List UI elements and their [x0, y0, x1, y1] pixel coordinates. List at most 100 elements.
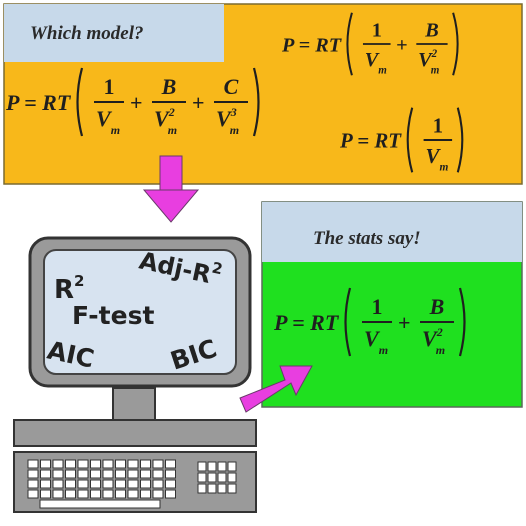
numpad-key — [207, 472, 217, 483]
keyboard-key — [165, 459, 176, 469]
keyboard-key — [102, 479, 114, 489]
fraction-numerator: B — [424, 20, 439, 42]
keyboard-key — [115, 459, 126, 469]
numpad-key — [217, 483, 227, 494]
numpad-key — [227, 461, 237, 472]
keyboard-key — [165, 469, 176, 479]
equation-lhs: P = RT — [281, 34, 343, 56]
keyboard-key — [127, 479, 139, 489]
plus-sign: + — [192, 90, 205, 115]
fraction-numerator: 1 — [372, 294, 383, 319]
fraction-numerator: 1 — [372, 20, 382, 42]
keyboard-key — [152, 479, 164, 489]
keyboard-key — [27, 459, 39, 469]
computer: R2 Adj-R2 F-test AIC BIC — [13, 236, 257, 513]
plus-sign: + — [398, 310, 411, 335]
stat-r2: R2 — [54, 272, 84, 305]
keyboard-key — [140, 459, 151, 469]
keyboard-key — [152, 469, 164, 479]
keyboard-keys — [27, 459, 237, 509]
keyboard-key — [40, 479, 51, 489]
right-arrow-shape — [239, 365, 313, 413]
fraction-numerator: 1 — [433, 113, 443, 137]
keyboard-spacebar — [39, 499, 161, 509]
model-equation-3: P = RT 1Vm — [339, 107, 464, 174]
keyboard-key — [52, 479, 64, 489]
keyboard-key — [115, 469, 126, 479]
left-paren — [76, 67, 84, 137]
model-panel-header: Which model? — [30, 23, 143, 44]
keyboard-key — [115, 489, 126, 499]
keyboard-key — [65, 469, 76, 479]
model-panel-header-bg — [4, 4, 224, 62]
computer-base — [13, 419, 257, 447]
down-arrow-head — [142, 189, 200, 223]
plus-sign: + — [130, 90, 143, 115]
keyboard-key — [65, 479, 76, 489]
fraction-numerator: B — [161, 74, 177, 99]
keyboard-key — [90, 489, 101, 499]
numpad-key — [227, 483, 237, 494]
right-paren — [452, 12, 459, 76]
keyboard-key — [52, 459, 64, 469]
right-paren — [456, 107, 464, 173]
keyboard-key — [77, 459, 89, 469]
keyboard-key — [90, 459, 101, 469]
right-arrow — [239, 365, 313, 413]
fraction-numerator: C — [224, 74, 239, 99]
keyboard-key — [102, 459, 114, 469]
fraction-numerator: B — [429, 294, 445, 319]
fraction-denominator: Vm — [96, 106, 120, 137]
keyboard-key — [52, 469, 64, 479]
result-panel-header-bg — [262, 202, 522, 262]
keyboard-key — [77, 469, 89, 479]
keyboard-key — [77, 479, 89, 489]
equation-lhs: P = RT — [5, 90, 72, 115]
numpad-key — [227, 472, 237, 483]
fraction-denominator: Vm — [365, 49, 388, 76]
numpad-key — [197, 483, 207, 494]
numpad-key — [217, 472, 227, 483]
keyboard-key — [40, 489, 51, 499]
left-paren — [344, 287, 352, 357]
keyboard-key — [90, 469, 101, 479]
keyboard-key — [140, 479, 151, 489]
equation-lhs: P = RT — [339, 129, 402, 153]
numpad-key — [207, 483, 217, 494]
left-paren — [346, 12, 353, 76]
right-paren — [458, 287, 466, 357]
result-panel-header: The stats say! — [313, 228, 421, 249]
keyboard-key — [152, 459, 164, 469]
keyboard-key — [140, 469, 151, 479]
keyboard-key — [52, 489, 64, 499]
keyboard-key — [77, 489, 89, 499]
fraction-denominator: Vm — [364, 326, 388, 357]
keyboard-key — [115, 479, 126, 489]
numpad-key — [207, 461, 217, 472]
keyboard-key — [27, 489, 39, 499]
keyboard-key — [40, 459, 51, 469]
monitor-screen — [43, 249, 237, 375]
keyboard-key — [90, 479, 101, 489]
keyboard-key — [65, 459, 76, 469]
numpad-key — [197, 472, 207, 483]
numpad-key — [197, 461, 207, 472]
keyboard-key — [102, 469, 114, 479]
fraction-denominator: Vm — [426, 144, 449, 174]
fraction-numerator: 1 — [104, 74, 115, 99]
left-paren — [406, 107, 414, 173]
keyboard-key — [65, 489, 76, 499]
plus-sign: + — [396, 34, 408, 56]
down-arrow — [142, 155, 200, 223]
stat-f-test: F-test — [72, 301, 154, 330]
keyboard-key — [127, 459, 139, 469]
